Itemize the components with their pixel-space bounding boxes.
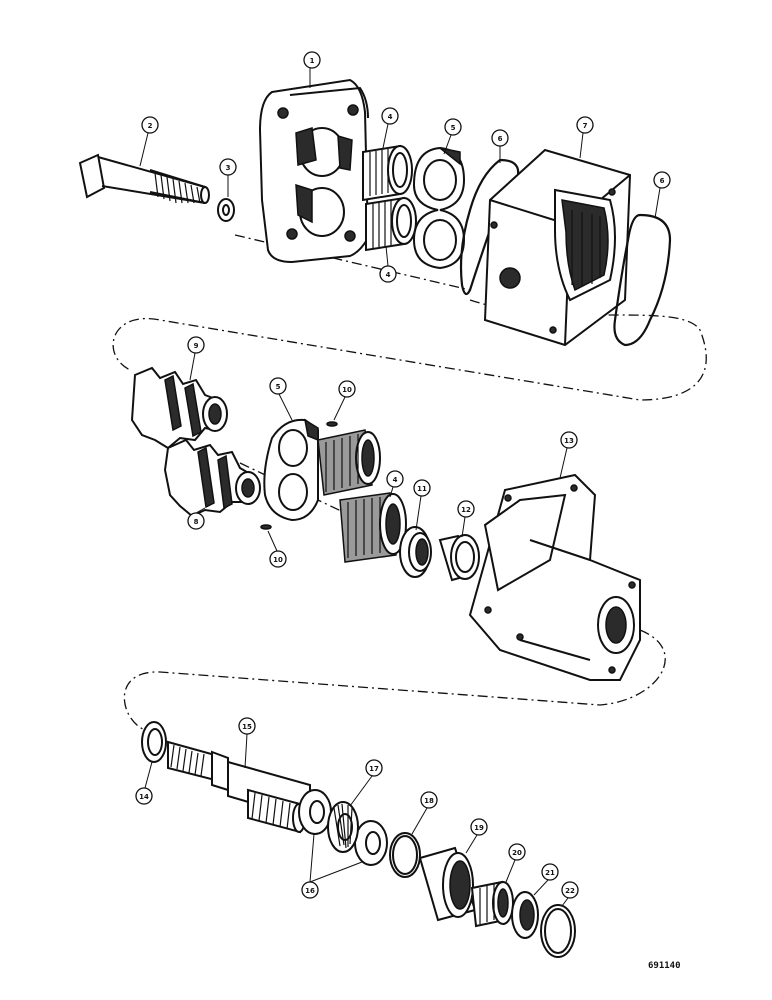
bushing-part-19 [418,846,477,922]
callout-4-upper: 4 [381,107,399,125]
callout-10-lower: 10 [269,550,287,568]
svg-text:1: 1 [310,57,315,65]
callout-10-upper: 10 [338,380,356,398]
svg-text:6: 6 [660,177,665,185]
svg-text:6: 6 [498,135,503,143]
svg-text:4: 4 [388,113,393,121]
seal-part-12 [438,534,480,582]
pump-body-part-7 [483,148,632,347]
callout-labels: 1 2 3 4 4 5 6 7 6 9 5 10 4 11 12 13 8 10… [135,51,671,899]
callout-6-left: 6 [491,129,509,147]
callout-8: 8 [187,512,205,530]
wear-plate-part-5 [263,418,319,522]
svg-text:11: 11 [417,485,427,493]
gasket-part-6-right [613,213,672,347]
callout-12: 12 [457,500,475,518]
svg-text:12: 12 [461,506,471,514]
callout-18: 18 [420,791,438,809]
callout-5-upper: 5 [444,118,462,136]
seal-part-21 [511,891,539,939]
callout-17: 17 [365,759,383,777]
svg-text:3: 3 [226,164,231,172]
cover-plate-part-1 [258,78,370,264]
svg-text:22: 22 [565,887,575,895]
needle-bearing-upper [362,144,413,202]
bolt-part-2 [78,153,210,204]
callout-19: 19 [470,818,488,836]
callout-5-lower: 5 [269,377,287,395]
needle-bearing-middle-upper [317,429,381,496]
driven-gear-part-8 [163,438,261,518]
callout-21: 21 [541,863,559,881]
needle-bearing-lower [365,196,417,252]
drive-gear-part-9 [130,366,228,450]
svg-text:8: 8 [194,518,199,526]
needle-bearing-middle-lower [339,492,407,563]
svg-text:17: 17 [369,765,379,773]
figure-id: 691140 [648,961,681,971]
svg-text:9: 9 [194,342,199,350]
svg-text:5: 5 [451,124,456,132]
svg-text:2: 2 [148,122,153,130]
leader-lines [139,68,661,907]
thrust-washer-part-16-upper [298,789,332,835]
callout-1: 1 [303,51,321,69]
o-ring-part-18 [389,832,421,878]
svg-text:18: 18 [424,797,434,805]
callout-22: 22 [561,881,579,899]
callout-4-middle: 4 [386,470,404,488]
drive-shaft-part-15 [167,740,311,834]
washer-part-3 [217,198,235,222]
svg-text:14: 14 [139,793,149,801]
mounting-housing-part-13 [468,473,641,681]
thrust-bearing-part-17 [327,801,359,853]
callout-3: 3 [219,158,237,176]
svg-text:4: 4 [386,271,391,279]
seal-part-11 [399,526,432,578]
thrust-washer-part-16-lower [354,820,388,866]
callout-4-lower: 4 [379,265,397,283]
callout-9: 9 [187,336,205,354]
callout-7: 7 [576,116,594,134]
svg-text:10: 10 [273,556,283,564]
svg-text:15: 15 [242,723,252,731]
svg-text:13: 13 [564,437,574,445]
svg-text:10: 10 [342,386,352,394]
thrust-washer-part-14 [141,721,167,763]
svg-text:4: 4 [393,476,398,484]
svg-text:5: 5 [276,383,281,391]
bearing-part-20 [470,880,514,928]
svg-text:20: 20 [512,849,522,857]
callout-20: 20 [508,843,526,861]
callout-11: 11 [413,479,431,497]
svg-text:16: 16 [305,887,315,895]
svg-text:7: 7 [583,122,588,130]
figure-eight-seal-part-5 [412,146,466,270]
callout-6-right: 6 [653,171,671,189]
dowel-pin-part-10-upper [326,421,338,427]
callout-13: 13 [560,431,578,449]
callout-14: 14 [135,787,153,805]
callout-16: 16 [301,881,319,899]
snap-ring-part-22 [540,904,576,958]
svg-text:21: 21 [545,869,555,877]
callout-2: 2 [141,116,159,134]
svg-text:19: 19 [474,824,484,832]
callout-15: 15 [238,717,256,735]
dowel-pin-part-10-lower [260,524,272,530]
